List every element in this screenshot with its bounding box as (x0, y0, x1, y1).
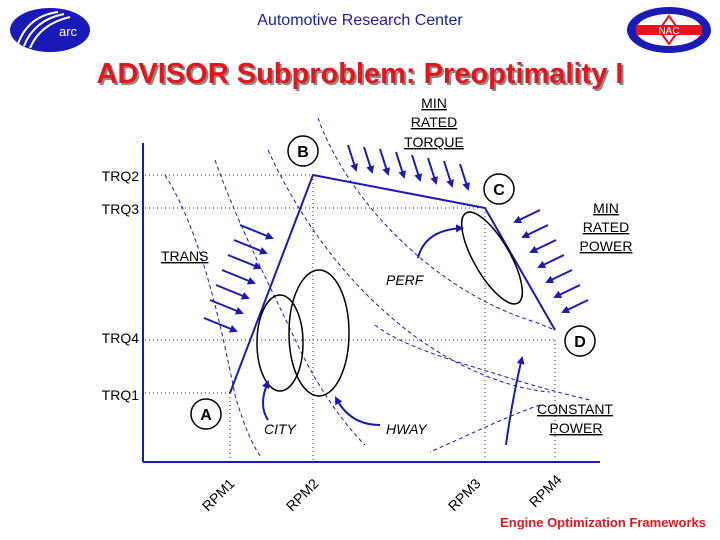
torque-label-trq3: TRQ3 (102, 201, 140, 217)
hway-ellipse (288, 269, 350, 397)
constant-power-curves (164, 117, 591, 459)
constraint-hatch-power (513, 209, 589, 314)
perf-label: PERF (386, 272, 425, 288)
point-a-label: A (200, 407, 212, 424)
min-rated-power-line3: POWER (580, 238, 633, 254)
nac-logo-text: NAC (658, 26, 679, 37)
slide-title: ADVISOR Subproblem: Preoptimality I (96, 58, 624, 90)
rpm-label-rpm3: RPM3 (445, 475, 484, 514)
point-circles (190, 135, 596, 430)
city-ellipse (256, 294, 304, 392)
point-a-circle (190, 398, 222, 430)
min-rated-torque-line3: TORQUE (404, 134, 464, 150)
point-c-circle (483, 173, 515, 205)
min-rated-power-line1: MIN (593, 200, 619, 216)
grid-lines (145, 174, 556, 460)
min-rated-torque-line1: MIN (421, 95, 447, 111)
constant-power-line2: POWER (550, 420, 603, 436)
point-d-label: D (574, 334, 586, 351)
torque-label-trq2: TRQ2 (102, 168, 140, 184)
constraint-hatch-trans (203, 224, 274, 333)
trans-label: TRANS (161, 248, 208, 264)
constraint-hatch-torque (347, 144, 470, 191)
point-b-circle (287, 135, 319, 167)
axes (142, 143, 600, 463)
constant-power-pointer (505, 356, 525, 446)
min-rated-torque-line2: RATED (411, 114, 457, 130)
torque-label-trq1: TRQ1 (102, 387, 140, 403)
rpm-label-rpm2: RPM2 (283, 475, 322, 514)
hway-pointer (335, 396, 381, 426)
rpm-label-rpm1: RPM1 (199, 475, 238, 514)
pointer-arrows (261, 224, 525, 446)
point-b-label: B (297, 144, 309, 161)
cycle-ellipses (256, 211, 524, 397)
torque-label-trq4: TRQ4 (102, 330, 140, 346)
city-label: CITY (264, 421, 298, 437)
perf-pointer (417, 224, 464, 259)
nac-logo: NAC (627, 7, 711, 53)
point-d-circle (564, 325, 596, 357)
footer-text: Engine Optimization Frameworks (500, 515, 706, 530)
point-c-label: C (493, 182, 505, 199)
constant-power-line1: CONSTANT (537, 401, 613, 417)
perf-ellipse (460, 211, 524, 305)
arc-logo: arc (10, 8, 90, 52)
city-pointer (261, 380, 270, 421)
min-rated-power-line2: RATED (583, 219, 629, 235)
rpm-label-rpm4: RPM4 (526, 471, 565, 510)
header-title: Automotive Research Center (257, 12, 463, 29)
arc-logo-text: arc (59, 24, 78, 39)
hway-label: HWAY (386, 421, 428, 437)
feasible-boundary (229, 173, 556, 394)
